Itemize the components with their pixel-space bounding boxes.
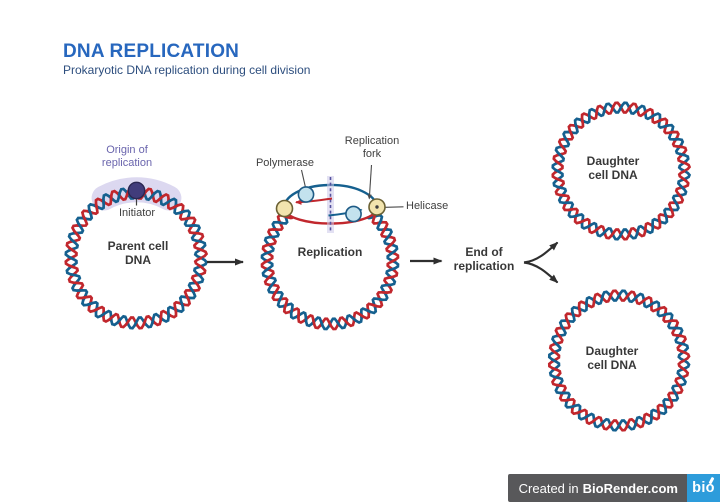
replication-fork-label: Replication fork [344,135,400,160]
parent-cell-dna-label: Parent cell DNA [107,239,169,267]
stage-arrows [207,241,559,284]
daughter-cell-dna-bottom-label: Daughter cell DNA [585,344,639,372]
credit-prefix: Created in [518,480,579,496]
replication-dna [260,164,404,331]
daughter-cell-dna-top-label: Daughter cell DNA [586,154,640,182]
page-title: DNA REPLICATION [63,41,240,62]
polymerase-label: Polymerase [255,157,315,169]
parent-dna [64,177,209,330]
biorender-logo-text: bio [692,480,715,496]
replication-label: Replication [297,245,363,259]
daughter-dna-bottom [547,289,691,432]
biorender-logo: bio [687,474,720,502]
daughter-dna-top [551,101,692,241]
biorender-credit-bar: Created in BioRender.com bio [508,474,720,502]
credit-text: Created in BioRender.com [508,474,687,502]
initiator-label: Initiator [118,207,156,219]
credit-brand: BioRender.com [582,480,678,496]
origin-of-replication-label: Origin of replication [101,144,153,169]
end-of-replication-label: End of replication [453,245,515,273]
helicase-label: Helicase [406,200,449,212]
page-subtitle: Prokaryotic DNA replication during cell … [63,63,311,77]
